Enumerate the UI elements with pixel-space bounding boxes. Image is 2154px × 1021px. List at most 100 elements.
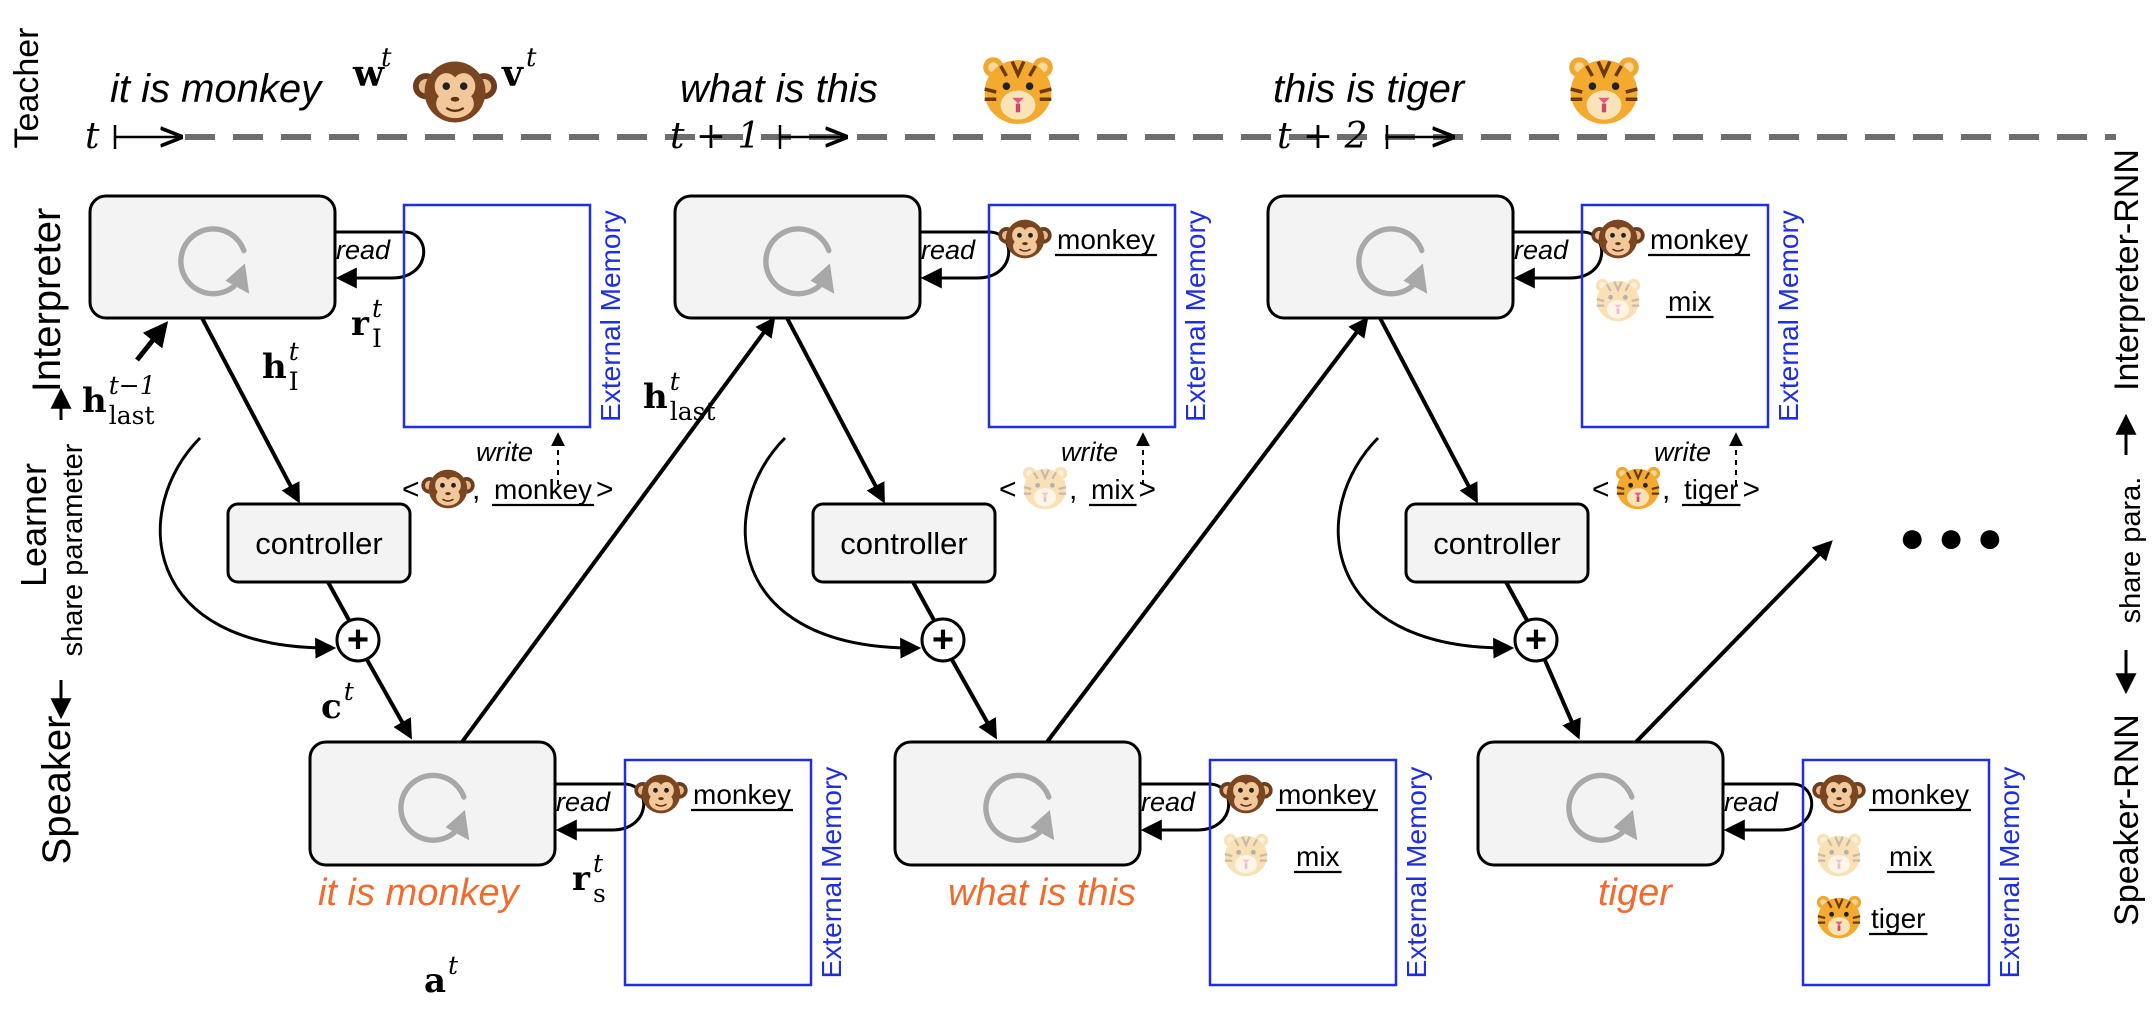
speaker-output-text: what is this (948, 872, 1136, 914)
symbol-h-I-base: h (262, 347, 287, 387)
speaker-output-text: tiger (1598, 872, 1673, 914)
monkey-face-icon (997, 218, 1053, 260)
symbol-w-sup: t (381, 43, 392, 73)
side-label-learner: Learner (13, 463, 54, 587)
teacher-tiger-icon (983, 57, 1053, 124)
speaker-external-memory (1208, 758, 1398, 987)
time-step-label: t (85, 116, 100, 157)
read-label: read (336, 235, 391, 265)
arrow-plus-to-speaker (1542, 657, 1581, 740)
controller-box (226, 502, 412, 584)
plus-sign: + (347, 619, 369, 661)
tiger-face-icon (1815, 832, 1863, 878)
arrow-skip-to-plus (743, 436, 922, 659)
arrow-speaker-to-next (1634, 540, 1833, 744)
controller-label: controller (840, 526, 968, 561)
write-tuple-icon (1614, 465, 1662, 511)
write-tuple-comma: , (1069, 473, 1077, 506)
arrow-skip-to-plus (158, 436, 337, 659)
symbol-r-s-base: r (572, 859, 591, 899)
memory-word: monkey (1278, 779, 1376, 810)
memory-word: monkey (1057, 224, 1155, 255)
interpreter-module (88, 194, 337, 320)
read-label: read (556, 787, 611, 817)
interpreter-read-arrow (335, 230, 426, 289)
write-tuple-open: < (1592, 473, 1610, 506)
symbol-h-last-prev-sub: last (109, 401, 155, 430)
memory-word: mix (1296, 841, 1340, 872)
write-tuple-word: monkey (494, 474, 592, 505)
speaker-external-memory (623, 758, 813, 987)
arrow-interpreter-to-controller (200, 317, 300, 504)
write-tuple-icon (420, 468, 476, 510)
symbol-w: w (352, 53, 385, 95)
speaker-output-text: it is monkey (318, 872, 521, 914)
read-label: read (1514, 235, 1569, 265)
teacher-monkey-icon (411, 60, 499, 124)
symbol-h-last-sup: t (670, 367, 681, 396)
ellipsis-dots: ● ● ● (1899, 513, 2003, 562)
memory-word: monkey (1650, 224, 1748, 255)
interpreter-read-arrow (1513, 230, 1604, 289)
teacher-sentence: this is tiger (1273, 67, 1466, 111)
speaker-read-arrow (1140, 782, 1231, 841)
teacher-sentence: it is monkey (110, 67, 324, 111)
plus-circle-icon (335, 617, 381, 663)
symbol-r-s-sup: t (593, 849, 604, 878)
speaker-module (1476, 740, 1725, 867)
side-label-interpreter: Interpreter (25, 208, 69, 393)
teacher-sentence: what is this (680, 67, 878, 111)
memory-word: monkey (693, 779, 791, 810)
symbol-h-last-sub: last (670, 397, 716, 426)
interpreter-read-arrow (920, 230, 1011, 289)
memory-word: mix (1668, 286, 1712, 317)
plus-sign: + (1525, 619, 1547, 661)
external-memory-label: External Memory (816, 767, 847, 979)
interpreter-external-memory (1580, 203, 1770, 429)
write-tuple-open: < (999, 473, 1017, 506)
write-label: write (476, 437, 533, 467)
side-label-share-parameter: share parameter (57, 443, 89, 656)
controller-label: controller (1433, 526, 1561, 561)
speaker-module (308, 740, 557, 867)
speaker-module (893, 740, 1142, 867)
interpreter-external-memory (402, 203, 592, 429)
arrow-controller-to-plus (911, 581, 937, 623)
memory-word: mix (1889, 841, 1933, 872)
arrow-speaker-to-next-interpreter (1045, 316, 1369, 744)
time-step-label: t + 2 (1277, 116, 1367, 157)
write-tuple-comma: , (472, 473, 480, 506)
write-tuple-close: > (1139, 473, 1157, 506)
interpreter-module (1266, 194, 1515, 320)
symbol-h-last-prev-sup: t−1 (109, 371, 156, 400)
arrow-h-last-prev (135, 321, 169, 362)
symbol-a-sup: t (448, 951, 459, 980)
symbol-c-sup: t (344, 677, 355, 706)
tiger-face-icon (1594, 277, 1642, 323)
controller-box (1404, 502, 1590, 584)
interpreter-external-memory (987, 203, 1177, 429)
read-label: read (1724, 787, 1779, 817)
plus-circle-icon (1513, 617, 1559, 663)
arrow-skip-to-plus (1336, 436, 1515, 659)
external-memory-label: External Memory (595, 210, 626, 422)
external-memory-label: External Memory (1401, 767, 1432, 979)
arrow-plus-to-speaker (949, 657, 997, 740)
symbol-r-I-base: r (351, 304, 370, 344)
speaker-read-arrow (1723, 782, 1814, 841)
symbol-r-s-sub: s (593, 879, 606, 908)
read-label: read (1141, 787, 1196, 817)
symbol-r-I-sub: I (372, 324, 382, 353)
teacher-tiger-icon (1569, 57, 1639, 124)
tiger-face-icon (1222, 832, 1270, 878)
external-memory-label: External Memory (1180, 210, 1211, 422)
symbol-a-base: a (424, 961, 446, 1001)
write-tuple-open: < (402, 473, 420, 506)
